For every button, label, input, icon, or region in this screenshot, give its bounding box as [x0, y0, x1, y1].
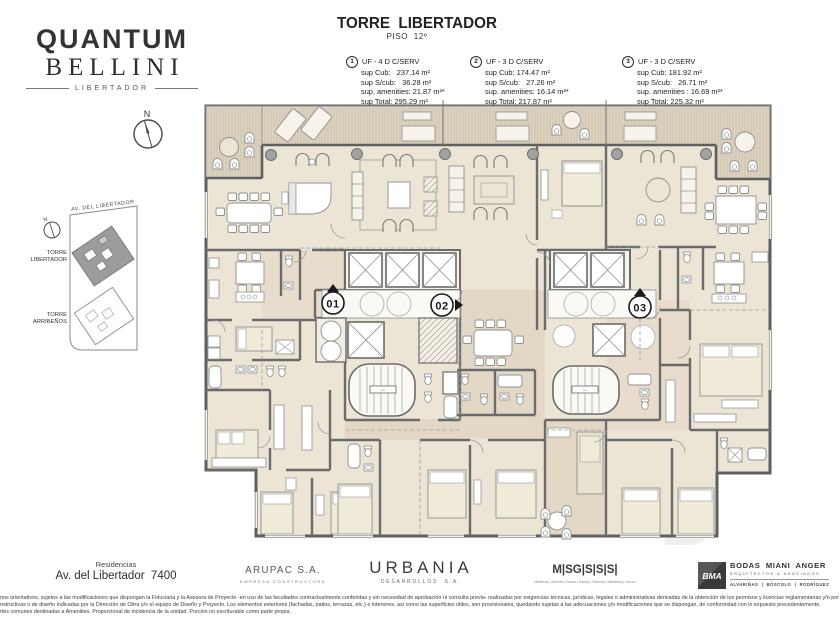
residencias-address: Av. del Libertador 7400	[55, 570, 177, 582]
bma-square-icon: BMA	[698, 562, 726, 589]
brand-logo: QUANTUM BELLINI LIBERTADOR	[26, 24, 198, 92]
unit-info-3: 3 UF - 3 D C/SERV sup Cub: 181.92 m² sup…	[622, 56, 723, 106]
page-subtitle: PISO 12º	[386, 32, 428, 41]
floor-plan: B	[204, 100, 773, 560]
footer-msgsss-logo: M|SG|S|S|S| Manteola | Sánchez Gómez | S…	[515, 563, 655, 584]
unit-badge-03: 03	[628, 288, 652, 319]
arupac-name: ARUPAC S.A.	[245, 565, 321, 576]
door-swings	[212, 223, 691, 454]
footer-urbania-logo: URBANIA DESARROLLOS S.A.	[351, 558, 491, 585]
disclaimer-line3: rtes comunes destinadas a Amenities. Pro…	[0, 608, 291, 615]
unit-badge-01: 01	[321, 284, 345, 315]
windows	[204, 192, 773, 539]
unit1-bedrooms	[211, 404, 364, 535]
disclaimer: nos orientativos, sujetos a las modifica…	[0, 595, 840, 615]
svg-text:><: ><	[583, 388, 588, 393]
svg-text:><: ><	[381, 388, 386, 393]
terrace-walls	[206, 143, 770, 181]
unit-info-1: 1 UF - 4 D C/SERV sup Cub: 237.14 m² sup…	[346, 56, 445, 106]
msgsss-sub: Manteola | Sánchez Gómez | Santos | Sols…	[534, 580, 636, 584]
unit2-sup-cub: sup Cub: 174.47 m²	[485, 68, 550, 77]
unit2-sup-scub: sup S/cub: 27.26 m²	[485, 77, 556, 87]
residencias-label: Residencias	[95, 560, 137, 569]
site-label-torre-libertador: TORRE	[47, 250, 67, 256]
arupac-sub: EMPRESA CONSTRUCTORA	[239, 579, 327, 584]
disclaimer-line1: nos orientativos, sujetos a las modifica…	[0, 595, 840, 601]
badge-02-label: 02	[435, 301, 448, 313]
unit1-sup-cub: sup Cub: 237.14 m²	[361, 68, 431, 77]
site-north-icon: N	[43, 217, 61, 239]
urbania-sub: DESARROLLOS S.A.	[380, 579, 462, 585]
unit1-sup-amenities: sup. amenities: 21.87 m²*	[361, 87, 445, 97]
unit1-sup-scub: sup S/cub: 36.28 m²	[361, 77, 432, 87]
site-label-torre-arribenos: TORRE	[47, 312, 67, 318]
terrace-separators	[442, 100, 607, 145]
site-n-label: N	[43, 217, 49, 224]
site-building-arribenos	[73, 286, 135, 346]
site-building-libertador	[71, 225, 135, 287]
unit2-living-furniture	[448, 154, 603, 221]
unit3-sup-total: sup Total: 225.32 m²	[637, 96, 704, 106]
dashed-lines	[261, 246, 770, 536]
brand-quantum: QUANTUM	[36, 24, 188, 54]
unit3-number-icon: 3	[622, 56, 634, 68]
footer-arupac-logo: ARUPAC S.A. EMPRESA CONSTRUCTORA	[233, 564, 333, 584]
badge-01-label: 01	[326, 299, 339, 311]
site-plan: AV. DEL LIBERTADOR N TORRE	[30, 199, 138, 351]
msgsss-name: M|SG|S|S|S|	[552, 564, 618, 576]
footer-bma-logo: BMA BODAS MIANI ANGER ARQUITECTOS & ASOC…	[698, 561, 830, 589]
unit2-mid-furniture	[337, 319, 537, 535]
circulation-tint	[262, 250, 690, 536]
unit3-sup-scub: sup S/cub: 26.71 m²	[637, 77, 708, 87]
unit3-sup-cub: sup Cub: 181.92 m²	[637, 68, 702, 77]
unit-info-2: 2 UF - 3 D C/SERV sup Cub: 174.47 m² sup…	[470, 56, 569, 106]
terrace-furniture	[212, 106, 758, 172]
disclaimer-line2: nstructivas o de diseño indicadas por la…	[0, 601, 821, 608]
unit3-sup-amenities: sup. amenities : 16.69 m²*	[637, 87, 723, 97]
unit2-sup-total: sup Total: 217.87 m²	[485, 96, 552, 106]
compass-n-label: N	[144, 109, 151, 119]
unit3-living-furniture	[636, 149, 767, 234]
logo-rule-left	[26, 88, 69, 89]
logo-rule-right	[155, 88, 198, 89]
unit1-name: UF - 4 D C/SERV	[362, 57, 420, 67]
unit3-rooms	[540, 251, 769, 540]
left-core: ><	[315, 249, 461, 419]
bma-name: BODAS MIANI ANGER	[730, 561, 826, 570]
unit1-number-icon: 1	[346, 56, 358, 68]
svg-text:LIBERTADOR: LIBERTADOR	[30, 257, 67, 263]
unit1-sup-total: sup Total: 295.29 m²	[361, 96, 428, 106]
unit1-kitchen	[207, 252, 295, 389]
svg-text:ARRIBEÑOS: ARRIBEÑOS	[33, 318, 67, 325]
bma-sub: ARQUITECTOS & ASOCIADOS	[730, 570, 821, 576]
page-title: TORRE LIBERTADOR	[337, 15, 497, 32]
footer-residencias: Residencias Av. del Libertador 7400	[36, 560, 196, 583]
north-compass-icon: N	[133, 109, 163, 149]
unit2-name: UF - 3 D C/SERV	[486, 57, 544, 67]
brand-bellini: BELLINI	[45, 54, 185, 81]
unit1-living-furniture	[215, 152, 438, 233]
unit-badge-02: 02	[430, 293, 463, 317]
brand-libertador: LIBERTADOR	[74, 85, 150, 92]
urbania-name: URBANIA	[369, 558, 473, 577]
badge-03-label: 03	[633, 303, 646, 315]
unit2-number-icon: 2	[470, 56, 482, 68]
structural-columns	[265, 148, 712, 161]
unit3-name: UF - 3 D C/SERV	[638, 57, 696, 67]
bma-partners: ALVARIÑAS | BÓSCOLO | RODRÍGUEZ	[730, 579, 830, 587]
unit2-sup-amenities: sup. amenities: 16.14 m²*	[485, 87, 569, 97]
